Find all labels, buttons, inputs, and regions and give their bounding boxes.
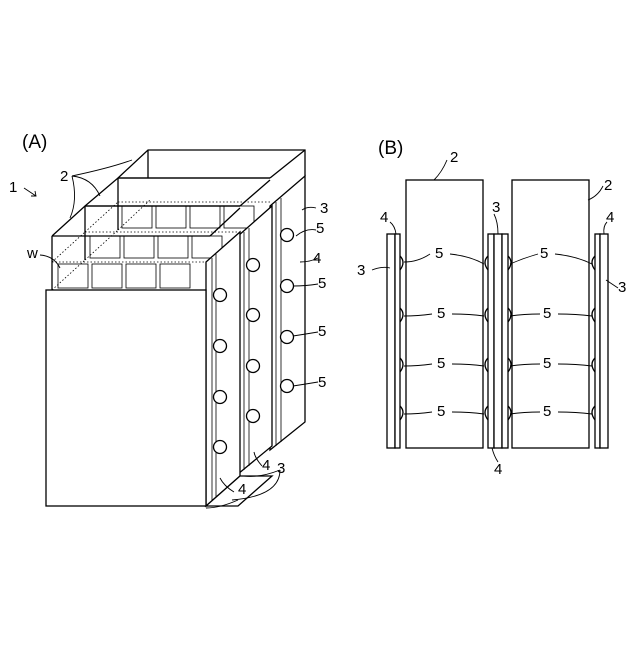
contact-circle [214,289,227,302]
label-device: 1 [9,179,17,196]
label-contact: 5 [437,403,445,420]
label-contact: 5 [543,305,551,322]
figure-a-caption: (A) [22,132,47,153]
support-plate-front [206,232,240,506]
label-contact: 5 [437,305,445,322]
label-contact: 5 [437,355,445,372]
support-plate [387,234,395,448]
label-support: 3 [277,460,285,477]
contact-circle [281,380,294,393]
contact-circle [214,391,227,404]
label-holder: 4 [313,250,321,267]
label-contact: 5 [318,275,326,292]
figure-b: (B) [357,138,626,478]
holder-plate [595,234,600,448]
support-plate-back [270,176,305,450]
label-support: 3 [357,262,365,279]
label-holder: 4 [494,461,502,478]
contact-circle [247,410,260,423]
contact-circle [281,229,294,242]
label-contact: 5 [435,245,443,262]
contact-circle [247,259,260,272]
contact-circle [247,309,260,322]
label-holder: 4 [380,209,388,226]
holder-plate [488,234,494,448]
label-contact: 5 [543,403,551,420]
holder-plate [395,234,400,448]
label-stack: 2 [450,149,458,166]
label-support: 3 [492,199,500,216]
label-holder: 4 [238,481,246,498]
label-contact: 5 [318,323,326,340]
label-contact: 5 [316,220,324,237]
label-stack: 2 [60,168,68,185]
label-contact: 5 [318,374,326,391]
figure-a: (A) [9,132,328,508]
contact-circle [281,331,294,344]
label-contact: 5 [543,355,551,372]
label-support: 3 [320,200,328,217]
contact-circle [214,340,227,353]
contact-circle [214,441,227,454]
label-stack: 2 [604,177,612,194]
front-cell-face [46,290,206,506]
support-plate [600,234,608,448]
label-holder: 4 [262,457,270,474]
figure-b-caption: (B) [378,138,403,159]
label-contact: 5 [540,245,548,262]
label-weld: w [26,245,38,262]
support-plate-middle [238,206,272,474]
contact-circle [247,360,260,373]
contact-circle [281,280,294,293]
holder-plate [502,234,508,448]
support-plate [494,234,502,448]
label-support: 3 [618,279,626,296]
label-holder: 4 [606,209,614,226]
